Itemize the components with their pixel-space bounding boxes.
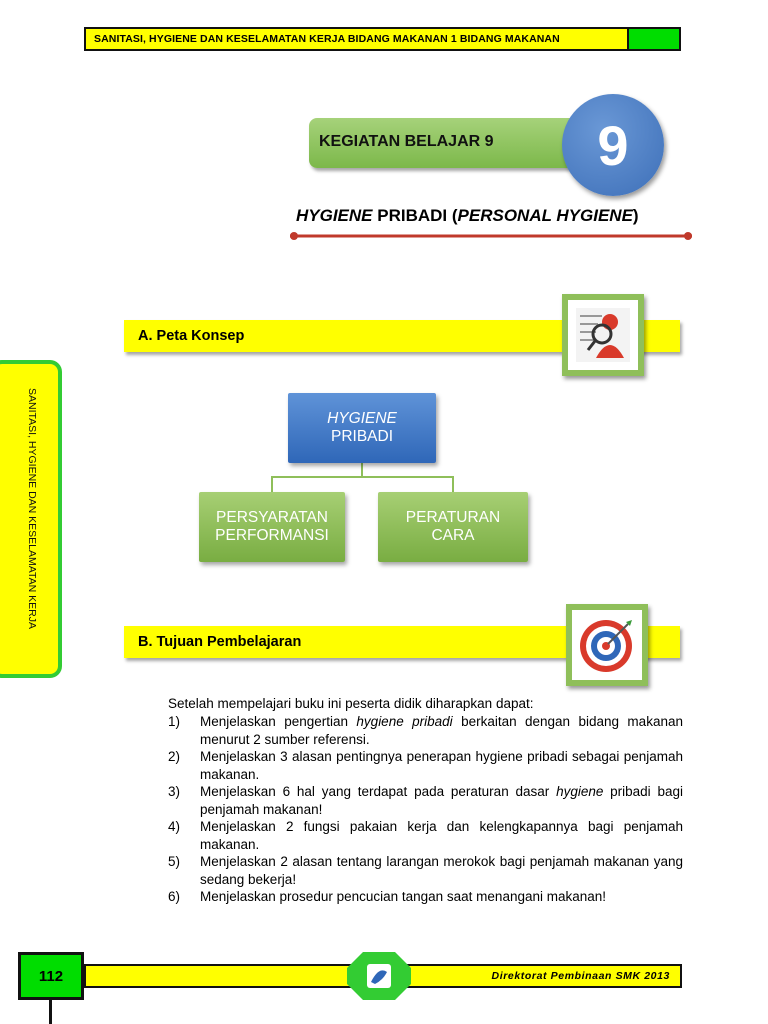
running-header: SANITASI, HYGIENE DAN KESELAMATAN KERJA … xyxy=(84,27,681,51)
page-number-box: 112 xyxy=(18,952,84,1000)
item-text-tail: berkaitan dengan bidang makanan menurut … xyxy=(200,714,683,747)
magnifier-person-icon xyxy=(560,292,646,378)
list-item: 5) Menjelaskan 2 alasan tentang larangan … xyxy=(168,853,683,888)
header-green-tab xyxy=(627,29,679,49)
page-number-stem xyxy=(49,1000,52,1024)
title-plain-2: ) xyxy=(632,206,639,225)
item-text: Menjelaskan 3 alasan pentingnya penerapa… xyxy=(200,749,683,782)
item-number: 6) xyxy=(168,889,181,904)
title-plain-1: PRIBADI ( xyxy=(372,206,458,225)
objectives-list: 1) Menjelaskan pengertian hygiene pribadi… xyxy=(168,713,683,906)
publisher-label: Direktorat Pembinaan SMK 2013 xyxy=(491,970,670,982)
logo-badge-icon xyxy=(347,952,411,1000)
item-number: 1) xyxy=(168,714,181,729)
item-number: 5) xyxy=(168,854,181,869)
running-header-title: SANITASI, HYGIENE DAN KESELAMATAN KERJA … xyxy=(94,33,560,45)
chapter-banner-label: KEGIATAN BELAJAR 9 xyxy=(319,133,494,150)
item-text: Menjelaskan pengertian xyxy=(200,714,357,729)
list-item: 1) Menjelaskan pengertian hygiene pribadi… xyxy=(168,713,683,748)
title-italic-1: HYGIENE xyxy=(296,206,373,225)
section-b-heading: B. Tujuan Pembelajaran xyxy=(138,634,302,650)
concept-node-right-line1: PERATURAN xyxy=(405,509,501,526)
concept-node-left-line2: PERFORMANSI xyxy=(215,527,329,544)
item-text-tail: pribadi bagi penjamah makanan! xyxy=(200,784,683,817)
concept-node-top-line2: PRIBADI xyxy=(330,428,393,445)
chapter-number: 9 xyxy=(597,113,629,177)
concept-node-right-line2: CARA xyxy=(431,527,475,544)
item-italic: hygiene pribadi xyxy=(356,714,453,729)
item-text: Menjelaskan 2 fungsi pakaian kerja dan k… xyxy=(200,819,683,852)
item-number: 4) xyxy=(168,819,181,834)
list-item: 2) Menjelaskan 3 alasan pentingnya penera… xyxy=(168,748,683,783)
item-number: 3) xyxy=(168,784,181,799)
side-tab: SANITASI, HYGIENE DAN KESELAMATAN KERJA xyxy=(0,360,62,678)
item-italic: hygiene xyxy=(556,784,604,799)
chapter-title: HYGIENE PRIBADI (PERSONAL HYGIENE) xyxy=(296,206,639,226)
item-text: Menjelaskan prosedur pencucian tangan sa… xyxy=(200,889,607,904)
page-number: 112 xyxy=(38,967,64,985)
concept-node-left-line1: PERSYARATAN xyxy=(216,509,328,526)
list-item: 6) Menjelaskan prosedur pencucian tangan … xyxy=(168,888,683,906)
objectives-intro: Setelah mempelajari buku ini peserta did… xyxy=(168,696,534,711)
item-text: Menjelaskan 6 hal yang terdapat pada per… xyxy=(200,784,557,799)
item-text: Menjelaskan 2 alasan tentang larangan me… xyxy=(200,854,683,887)
list-item: 4) Menjelaskan 2 fungsi pakaian kerja dan… xyxy=(168,818,683,853)
chapter-banner: KEGIATAN BELAJAR 9 xyxy=(309,118,579,168)
item-number: 2) xyxy=(168,749,181,764)
chapter-number-badge: 9 xyxy=(562,94,664,196)
target-icon xyxy=(564,602,650,688)
side-tab-label: SANITASI, HYGIENE DAN KESELAMATAN KERJA xyxy=(26,388,38,629)
title-italic-2: PERSONAL HYGIENE xyxy=(457,206,633,225)
section-a-heading: A. Peta Konsep xyxy=(138,328,245,344)
concept-node-top-line1: HYGIENE xyxy=(327,410,397,427)
title-underline xyxy=(290,232,692,240)
list-item: 3) Menjelaskan 6 hal yang terdapat pada p… xyxy=(168,783,683,818)
